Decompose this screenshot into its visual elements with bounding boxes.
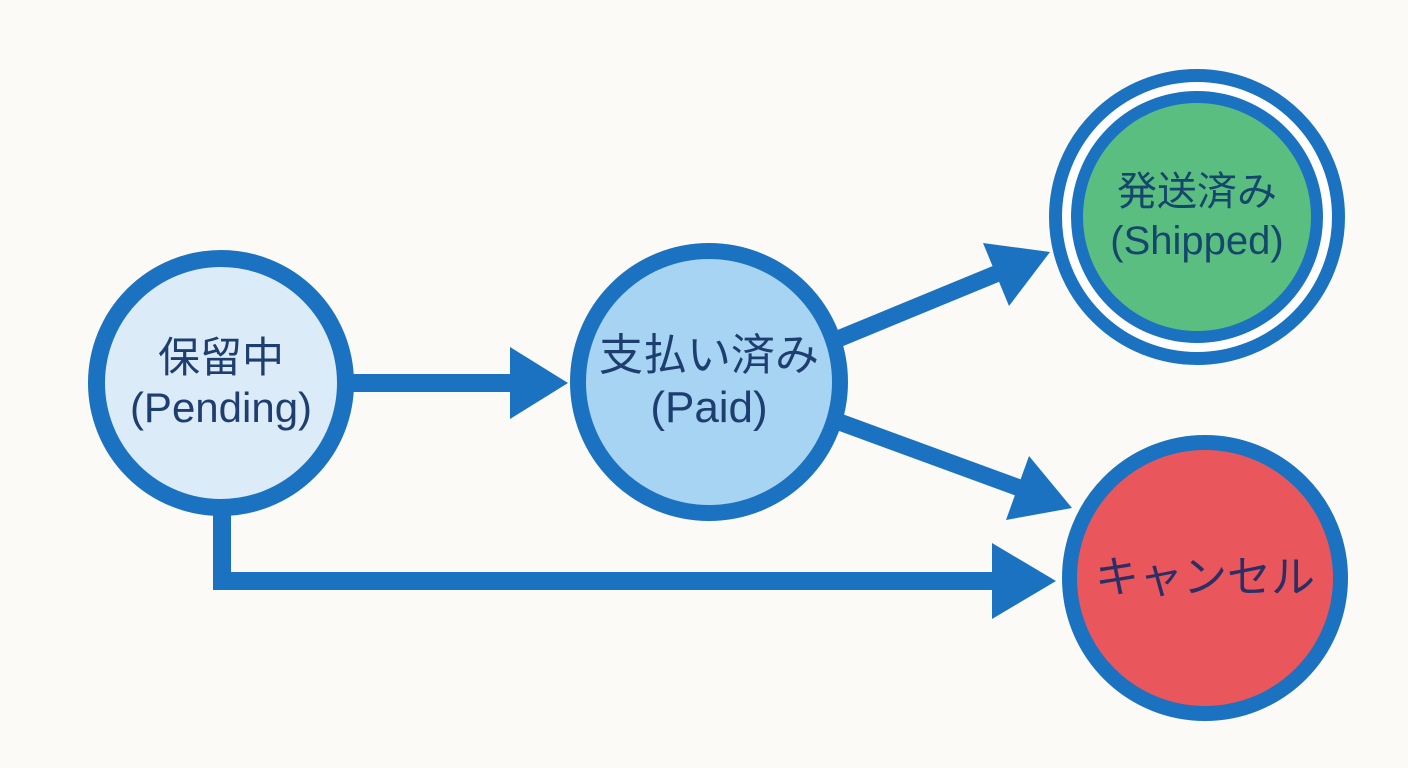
- edge-pending-to-paid-arrow: [345, 347, 568, 419]
- paid-label-en: (Paid): [650, 383, 768, 432]
- edge-paid-to-cancelled-arrow: [831, 412, 1072, 520]
- state-node-paid: 支払い済み (Paid): [570, 243, 848, 521]
- state-node-pending: 保留中 (Pending): [88, 250, 354, 516]
- edge-paid-to-shipped-arrow: [834, 243, 1050, 347]
- cancelled-label-ja: キャンセル: [1095, 553, 1315, 603]
- state-node-shipped: 発送済み (Shipped): [1049, 69, 1345, 365]
- state-node-cancelled: キャンセル: [1062, 435, 1348, 721]
- paid-label-ja: 支払い済み: [599, 331, 819, 381]
- shipped-inner-ring: 発送済み (Shipped): [1071, 91, 1323, 343]
- pending-label-en: (Pending): [129, 384, 313, 431]
- pending-label-ja: 保留中: [157, 334, 284, 382]
- shipped-label-ja: 発送済み: [1117, 170, 1277, 215]
- edge-pending-to-cancelled-arrow: [213, 498, 1056, 619]
- shipped-label-en: (Shipped): [1110, 219, 1284, 263]
